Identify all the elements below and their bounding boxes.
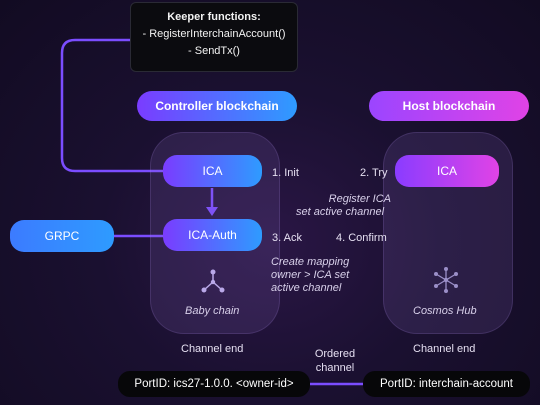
grpc-node: GRPC <box>10 220 114 252</box>
controller-blockchain-label: Controller blockchain <box>137 91 297 121</box>
register-note-line: Register ICA <box>328 193 391 205</box>
cosmos-hub-network-icon <box>434 267 458 293</box>
keeper-title: Keeper functions: <box>167 11 261 23</box>
step-ack-label: 3. Ack <box>272 232 302 244</box>
right-channel-end-label: Channel end <box>413 343 476 355</box>
host-ica-node: ICA <box>395 155 499 187</box>
host-port-id: PortID: interchain-account <box>363 371 530 397</box>
cosmos-hub-label: Cosmos Hub <box>413 305 477 317</box>
controller-ica-node: ICA <box>163 155 262 187</box>
mapping-note: Create mapping owner > ICA set active ch… <box>271 256 349 295</box>
baby-chain-label: Baby chain <box>185 305 240 317</box>
baby-chain-network-icon <box>201 269 225 293</box>
step-confirm-label: 4. Confirm <box>336 232 387 244</box>
keeper-item: - SendTx() <box>188 45 240 57</box>
step-init-label: 1. Init <box>272 167 299 179</box>
mapping-note-line: active channel <box>271 282 342 294</box>
register-note-line-2: set active channel <box>296 206 385 218</box>
left-channel-end-label: Channel end <box>181 343 244 355</box>
mapping-note-line: owner > ICA set <box>271 269 350 281</box>
step-try-label: 2. Try <box>360 167 388 179</box>
keeper-item: - RegisterInterchainAccount() <box>142 28 286 40</box>
register-note: Register ICA <box>325 193 391 206</box>
ica-auth-node: ICA-Auth <box>163 219 262 251</box>
host-blockchain-label: Host blockchain <box>369 91 529 121</box>
controller-port-id: PortID: ics27-1.0.0. <owner-id> <box>118 371 310 397</box>
ordered-channel-line: channel <box>315 362 355 374</box>
mapping-note-line: Create mapping <box>271 256 350 268</box>
keeper-to-ica-connector <box>60 38 163 173</box>
ordered-channel-line: Ordered <box>314 348 356 360</box>
keeper-functions-box: Keeper functions: - RegisterInterchainAc… <box>130 2 298 72</box>
arrow-down-icon <box>206 207 218 216</box>
ordered-channel-label: Ordered channel <box>313 347 357 375</box>
